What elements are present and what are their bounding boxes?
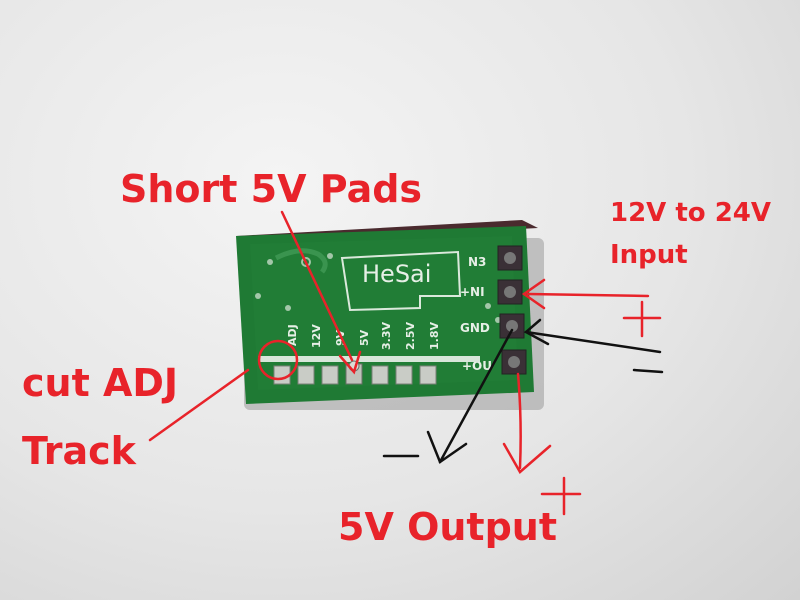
cut-adj-label-line1: cut ADJ xyxy=(22,361,179,405)
pad-label-1v8: 1.8V xyxy=(428,322,441,350)
pin-label-out: +OU xyxy=(462,359,492,373)
input-arrow-line xyxy=(526,292,650,298)
pin-label-n3: N3 xyxy=(468,255,486,269)
black-annotations xyxy=(382,318,664,464)
input-label-line1: 12V to 24V xyxy=(610,198,772,228)
cut-adj-pointer-line xyxy=(148,368,250,442)
pad-label-12v: 12V xyxy=(310,324,323,348)
gnd-input-line xyxy=(524,330,662,354)
gnd-input-arrowhead xyxy=(523,318,550,346)
output-arrow-line xyxy=(516,372,522,470)
short-pads-arrowhead xyxy=(338,350,362,375)
red-annotations xyxy=(148,210,662,516)
pad-labels: ADJ 12V 9V 5V 3.3V 2.5V 1.8V xyxy=(286,322,441,350)
input-label-line2: Input xyxy=(610,240,688,270)
short-pads-label: Short 5V Pads xyxy=(120,167,423,211)
output-label: 5V Output xyxy=(338,505,558,549)
output-plus-sign xyxy=(540,476,582,516)
gnd-input-minus-sign xyxy=(632,368,664,374)
brand-text: HeSai xyxy=(362,260,431,288)
gnd-output-line xyxy=(438,328,514,464)
gnd-output-arrowhead xyxy=(426,430,468,464)
pin-label-in: +NI xyxy=(460,285,485,299)
output-arrowhead xyxy=(502,442,552,474)
cut-adj-circle xyxy=(257,339,299,381)
cut-adj-label-line2: Track xyxy=(22,429,136,473)
brand-outline xyxy=(340,250,462,312)
input-plus-sign xyxy=(622,300,662,338)
pad-label-2v5: 2.5V xyxy=(404,322,417,350)
pad-label-adj: ADJ xyxy=(286,324,299,346)
pad-label-3v3: 3.3V xyxy=(380,322,393,350)
pin-label-gnd: GND xyxy=(460,321,490,335)
pad-label-5v: 5V xyxy=(358,329,371,346)
input-arrowhead xyxy=(521,278,546,310)
header-pins xyxy=(497,245,527,375)
short-pads-pointer-line xyxy=(280,210,354,362)
